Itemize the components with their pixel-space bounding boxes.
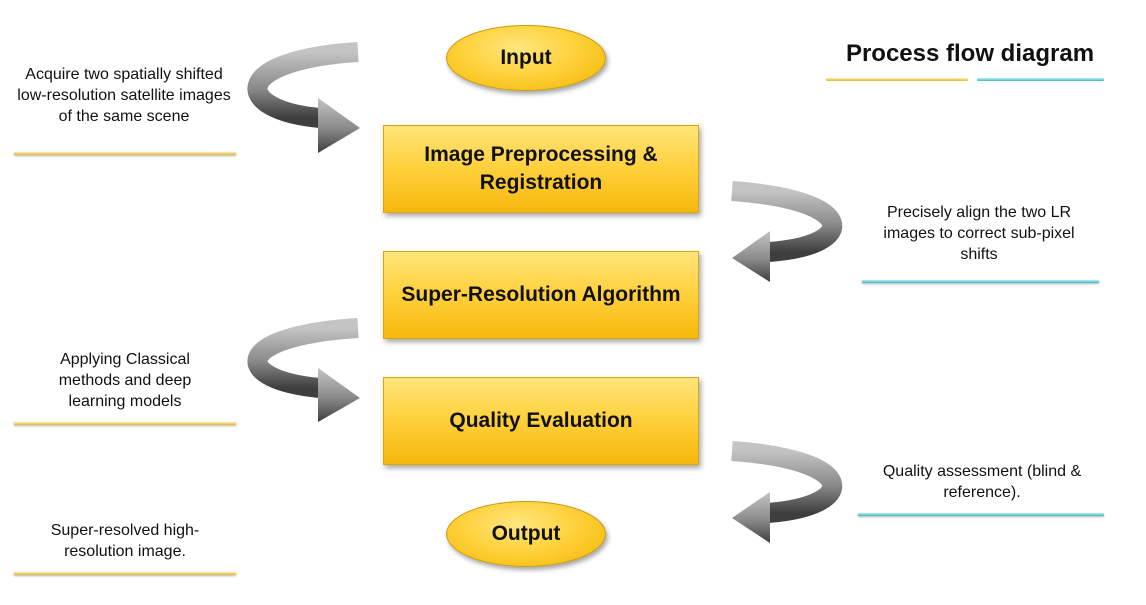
- title-underline-blue: [977, 78, 1104, 81]
- note-methods: Applying Classical methods and deep lear…: [58, 351, 192, 410]
- curved-arrow-icon-left-2: [247, 318, 360, 422]
- curved-arrow-icon-right-1: [731, 181, 843, 282]
- super-resolution-node: Super-Resolution Algorithm: [383, 251, 699, 339]
- note-align: Precisely align the two LR images to cor…: [883, 204, 1075, 263]
- note-result: Super-resolved high-resolution image.: [50, 522, 200, 560]
- note-align-underline: [862, 280, 1099, 283]
- input-label: Input: [500, 46, 552, 69]
- note-assessment: Quality assessment (blind & reference).: [882, 463, 1082, 501]
- preprocessing-node: Image Preprocessing & Registration: [383, 125, 699, 213]
- note-assessment-underline: [858, 513, 1104, 516]
- quality-evaluation-label: Quality Evaluation: [449, 409, 633, 432]
- curved-arrow-icon-left-1: [247, 42, 360, 153]
- curved-arrow-icon-right-2: [731, 441, 843, 543]
- output-node: Output: [446, 501, 606, 567]
- title-underline-gold: [826, 78, 968, 81]
- note-acquire-underline: [14, 152, 236, 155]
- note-acquire: Acquire two spatially shifted low-resolu…: [17, 66, 231, 125]
- diagram-title: Process flow diagram: [845, 40, 1095, 67]
- output-label: Output: [491, 522, 561, 545]
- note-result-underline: [14, 572, 236, 575]
- note-methods-underline: [14, 422, 236, 425]
- preprocessing-label: Image Preprocessing & Registration: [424, 143, 658, 194]
- super-resolution-label: Super-Resolution Algorithm: [401, 283, 681, 306]
- input-node: Input: [446, 25, 606, 91]
- quality-evaluation-node: Quality Evaluation: [383, 377, 699, 465]
